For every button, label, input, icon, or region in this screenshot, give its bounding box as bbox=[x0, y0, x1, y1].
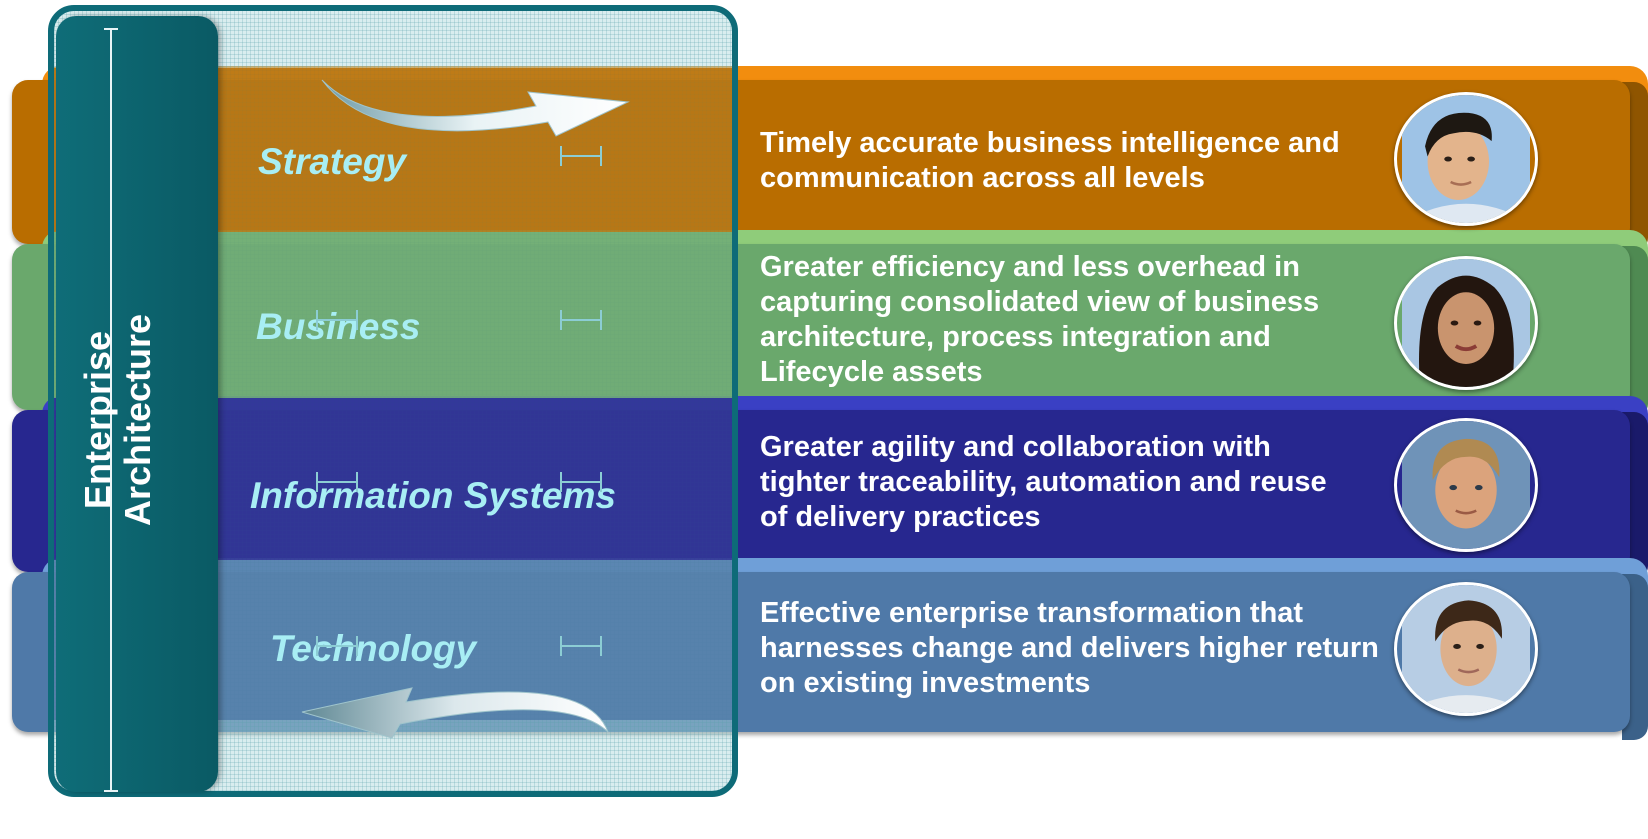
layer-label-strategy: Strategy bbox=[258, 141, 407, 182]
description-technology: Effective enterprise transformation that… bbox=[760, 597, 1379, 699]
description-business: Greater efficiency and less overhead in … bbox=[760, 251, 1320, 388]
bracket-marker bbox=[560, 472, 602, 492]
curved-arrow-left-icon bbox=[301, 687, 609, 739]
bracket-marker bbox=[560, 636, 602, 656]
spine-divider-line bbox=[110, 28, 112, 792]
layer-label-business: Business bbox=[256, 306, 421, 347]
bracket-marker bbox=[316, 472, 358, 492]
layer-label-technology: Technology bbox=[270, 628, 477, 669]
description-strategy: Timely accurate business intelligence an… bbox=[760, 127, 1340, 194]
enterprise-architecture-title: Enterprise Architecture bbox=[77, 313, 158, 527]
bracket-marker bbox=[316, 636, 358, 656]
title-line-1: Enterprise bbox=[77, 330, 118, 510]
description-information-systems: Greater agility and collaboration with t… bbox=[760, 431, 1327, 533]
layer-label-information-systems: Information Systems bbox=[250, 475, 616, 516]
person-portrait-icon bbox=[1394, 418, 1538, 552]
curved-arrow-right-icon bbox=[321, 79, 630, 137]
bracket-marker bbox=[560, 310, 602, 330]
enterprise-architecture-spine bbox=[56, 16, 218, 792]
spine-cap-bottom bbox=[104, 790, 118, 792]
title-line-2: Architecture bbox=[117, 313, 158, 527]
person-portrait-icon bbox=[1394, 256, 1538, 390]
bracket-marker bbox=[316, 310, 358, 330]
person-portrait-icon bbox=[1394, 92, 1538, 226]
bracket-marker bbox=[560, 146, 602, 166]
spine-cap-top bbox=[104, 28, 118, 30]
person-portrait-icon bbox=[1394, 582, 1538, 716]
